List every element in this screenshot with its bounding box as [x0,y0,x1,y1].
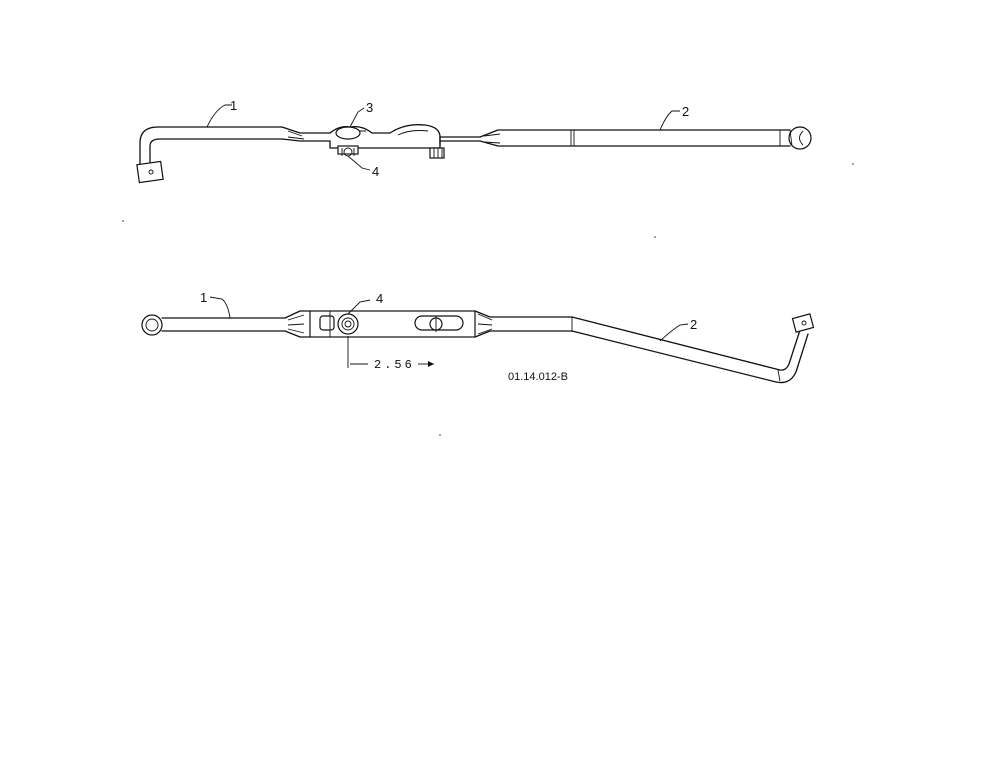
top-pivot-nut [335,126,361,157]
bottom-pivot-nut [337,313,359,335]
top-leader-4 [347,155,371,171]
bottom-rod-part-2 [474,310,809,384]
top-callout-4: 4 [372,164,379,179]
bottom-left-eye [141,314,163,336]
top-callout-2: 2 [682,104,689,119]
bottom-leader-4 [347,299,371,315]
top-view-linkage: 1 2 3 4 [136,98,812,184]
top-end-eye [788,126,812,150]
top-leader-2 [659,110,680,131]
bottom-rod-part-1 [161,310,311,338]
top-rod-part-1 [136,126,331,184]
bottom-callout-2: 2 [690,317,697,332]
bottom-callout-1: 1 [200,290,207,305]
top-leader-1 [206,104,232,128]
top-callout-1: 1 [230,98,237,113]
top-rod-part-2 [479,129,791,147]
top-clip [429,147,445,159]
bottom-callout-4: 4 [376,291,383,306]
top-leader-3 [349,107,365,128]
bottom-center-plate [309,310,476,338]
drawing-code: 01.14.012-B [508,371,568,383]
bottom-leader-2 [659,323,689,342]
dimension-label: 2.56 [374,358,415,372]
bottom-leader-1 [209,296,231,319]
scan-specks [122,163,854,436]
bottom-end-tab [791,313,815,333]
dimension-line [347,336,434,368]
bottom-view-linkage: 1 2 4 2.56 [141,290,815,384]
top-callout-3: 3 [366,100,373,115]
